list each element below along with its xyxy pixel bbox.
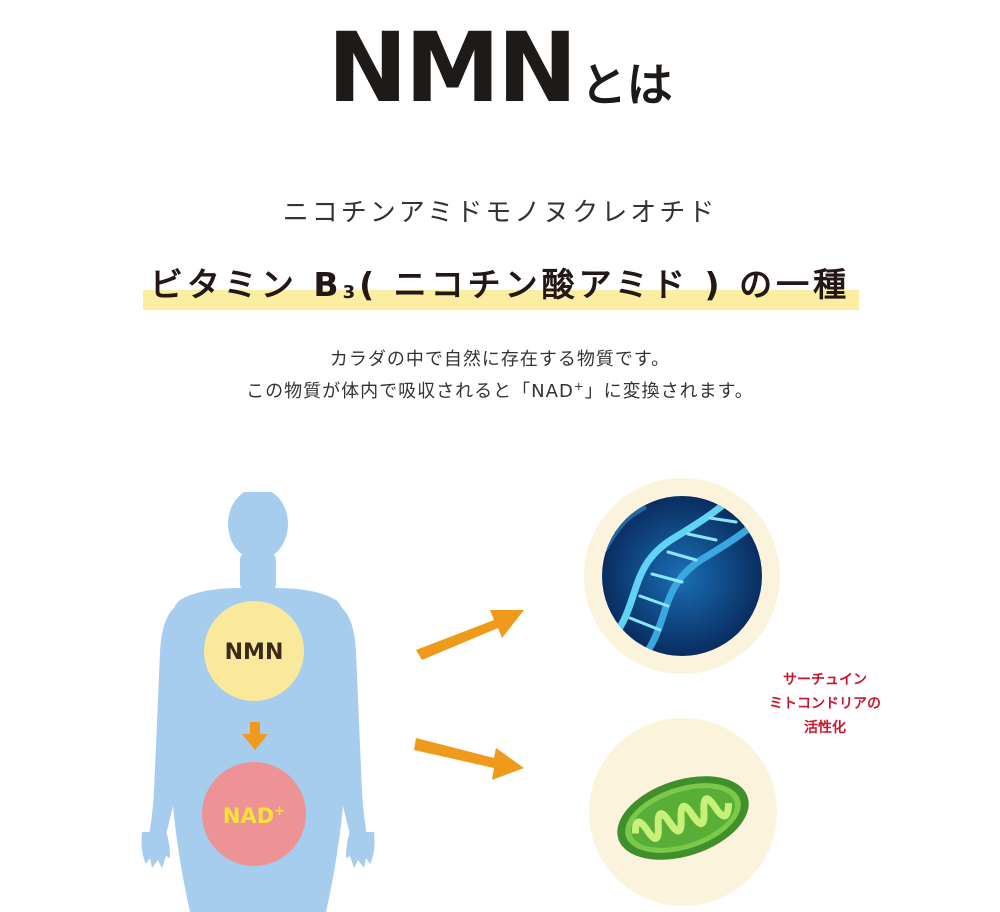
mitochondria-icon bbox=[589, 718, 777, 906]
arrow-down-right-icon bbox=[414, 738, 524, 780]
description-line2-before: この物質が体内で吸収されると「NAD bbox=[246, 381, 574, 402]
tagline-before: ビタミン B bbox=[149, 265, 343, 304]
description-line1: カラダの中で自然に存在する物質です。 bbox=[329, 349, 671, 370]
subtitle: ニコチンアミドモノヌクレオチド bbox=[282, 198, 718, 228]
nad-circle-label: NAD+ bbox=[204, 804, 304, 828]
description-line2: この物質が体内で吸収されると「NAD+」に変換されます。 bbox=[0, 377, 1000, 403]
mitochondria-label: ミトコンドリアの bbox=[769, 696, 881, 712]
tagline-subscript: 3 bbox=[342, 282, 360, 303]
sirtuin-label: サーチュイン bbox=[783, 672, 867, 688]
description-line2-after: 」に変換されます。 bbox=[584, 381, 754, 402]
nad-sup: + bbox=[274, 804, 286, 819]
human-body-icon bbox=[141, 492, 375, 912]
nad-text: NAD bbox=[222, 804, 275, 828]
dna-image-icon bbox=[584, 478, 780, 674]
activation-label: 活性化 bbox=[804, 720, 846, 736]
tagline: ビタミン B3( ニコチン酸アミド ) の一種 bbox=[0, 258, 1000, 306]
title-nmn: NMN bbox=[327, 12, 577, 124]
nmn-circle-label: NMN bbox=[224, 640, 284, 665]
tagline-after: ( ニコチン酸アミド ) の一種 bbox=[359, 265, 851, 304]
arrow-up-right-icon bbox=[416, 610, 524, 660]
title-toha: とは bbox=[580, 58, 673, 112]
description-line2-sup: + bbox=[573, 379, 585, 393]
tagline-highlight bbox=[143, 290, 859, 310]
